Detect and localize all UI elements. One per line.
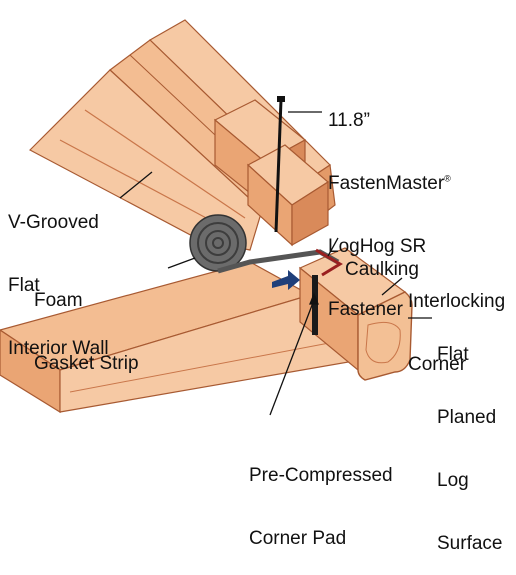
- log-corner-diagram: [0, 19, 432, 416]
- label-surface-line3: Log: [437, 470, 469, 491]
- label-surface: Flat Planed Log Surface: [437, 302, 502, 575]
- label-caulking-text: Caulking: [345, 259, 419, 280]
- caulk-bead: [315, 248, 343, 277]
- gasket-ring-1: [197, 222, 239, 264]
- end-grain-ring: [365, 321, 401, 364]
- label-fastener-mark: ®: [444, 173, 451, 184]
- label-fastener-brand: FastenMaster: [328, 173, 445, 194]
- label-fastener-line2: FastenMaster®: [328, 173, 451, 194]
- leader-pad-arrowhead: [309, 292, 319, 305]
- label-wall-line3: Interior Wall: [8, 338, 109, 359]
- front-block-end: [291, 180, 329, 247]
- label-pad-line2: Corner Pad: [249, 528, 347, 549]
- label-wall: V-Grooved Flat Interior Wall: [8, 170, 109, 380]
- gasket-ring-3: [212, 237, 224, 249]
- leader-gasket: [167, 257, 196, 269]
- fastener-blocks: [213, 96, 330, 247]
- label-surface-line4: Surface: [437, 533, 503, 554]
- label-fastener-line3: LogHog SR: [328, 236, 427, 257]
- lower-log-grain: [69, 339, 346, 393]
- label-corner-line2: Corner: [408, 354, 467, 375]
- label-surface-line2: Planed: [437, 407, 497, 428]
- label-gasket-line2: Gasket Strip: [34, 353, 139, 374]
- corner-pad: [312, 275, 318, 335]
- v-groove-2: [84, 109, 246, 219]
- gasket-and-seal: [189, 214, 343, 335]
- label-corner: Interlocking Corner: [408, 249, 505, 396]
- corner-log-end: [357, 291, 413, 381]
- label-corner-line1: Interlocking: [408, 291, 506, 312]
- leader-wall: [119, 171, 153, 199]
- direction-arrow: [272, 270, 300, 290]
- label-surface-line1: Flat: [437, 344, 469, 365]
- gasket-ring-2: [205, 230, 231, 256]
- fastener-head: [277, 96, 285, 102]
- label-fastener: 11.8” FastenMaster® LogHog SR Fastener: [328, 68, 451, 341]
- v-groove-1: [59, 139, 226, 229]
- label-fastener-line1: 11.8”: [328, 110, 370, 131]
- label-caulking: Caulking: [345, 217, 419, 301]
- label-gasket-line1: Foam: [34, 290, 83, 311]
- label-wall-line2: Flat: [8, 275, 40, 296]
- label-wall-line1: V-Grooved: [8, 212, 99, 233]
- label-pad-line1: Pre-Compressed: [249, 465, 393, 486]
- fastener-shaft: [274, 99, 283, 233]
- leader-lines: [119, 111, 432, 416]
- label-pad: Pre-Compressed Corner Pad: [249, 423, 393, 570]
- leader-corner: [381, 277, 403, 296]
- leader-caulking: [327, 237, 339, 257]
- corner-log: [298, 247, 413, 381]
- label-gasket: Foam Gasket Strip: [34, 248, 139, 395]
- leader-pad: [269, 299, 315, 416]
- label-fastener-line4: Fastener: [328, 299, 403, 320]
- front-log-face: [29, 69, 263, 251]
